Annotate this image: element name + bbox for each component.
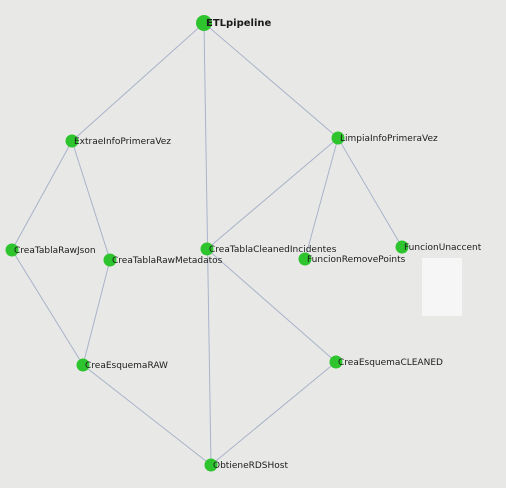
node-label: FuncionRemovePoints xyxy=(307,255,406,265)
node-label: CreaTablaRawJson xyxy=(14,246,96,256)
node-label: CreaTablaRawMetadatos xyxy=(112,256,223,266)
node-dot[interactable] xyxy=(5,243,19,257)
edge-LimpiaInfoPrimeraVez-CreaTablaCleanedIncidentes xyxy=(206,137,339,250)
node-dot[interactable] xyxy=(395,240,409,254)
node-ExtraeInfoPrimeraVez[interactable]: ExtraeInfoPrimeraVez xyxy=(65,134,172,148)
node-label: LimpiaInfoPrimeraVez xyxy=(340,134,438,144)
node-label: ObtieneRDSHost xyxy=(213,461,288,471)
edge-LimpiaInfoPrimeraVez-FuncionUnaccent xyxy=(337,137,403,248)
node-ObtieneRDSHost[interactable]: ObtieneRDSHost xyxy=(204,458,289,472)
node-label: ExtraeInfoPrimeraVez xyxy=(74,137,171,147)
node-FuncionUnaccent[interactable]: FuncionUnaccent xyxy=(395,240,482,254)
node-label: FuncionUnaccent xyxy=(404,243,482,253)
edge-ETLpipeline-ExtraeInfoPrimeraVez xyxy=(71,22,205,142)
node-ETLpipeline[interactable]: ETLpipeline xyxy=(196,15,272,31)
node-dot[interactable] xyxy=(200,242,214,256)
node-CreaEsquemaRAW[interactable]: CreaEsquemaRAW xyxy=(76,358,169,372)
node-dot[interactable] xyxy=(204,458,218,472)
node-dot[interactable] xyxy=(196,15,212,31)
node-CreaTablaRawJson[interactable]: CreaTablaRawJson xyxy=(5,243,96,257)
edge-CreaEsquemaRAW-ObtieneRDSHost xyxy=(82,364,212,466)
node-CreaTablaRawMetadatos[interactable]: CreaTablaRawMetadatos xyxy=(103,253,223,267)
node-label: CreaEsquemaCLEANED xyxy=(338,358,443,368)
node-dot[interactable] xyxy=(76,358,90,372)
node-CreaTablaCleanedIncidentes[interactable]: CreaTablaCleanedIncidentes xyxy=(200,242,337,256)
edge-LimpiaInfoPrimeraVez-FuncionRemovePoints xyxy=(304,137,339,260)
node-dot[interactable] xyxy=(298,252,312,266)
edge-CreaTablaCleanedIncidentes-CreaEsquemaCLEANED xyxy=(206,248,337,363)
node-dot[interactable] xyxy=(331,131,345,145)
edge-ETLpipeline-LimpiaInfoPrimeraVez xyxy=(203,22,339,139)
node-CreaEsquemaCLEANED[interactable]: CreaEsquemaCLEANED xyxy=(329,355,444,369)
node-dot[interactable] xyxy=(329,355,343,369)
node-dot[interactable] xyxy=(65,134,79,148)
node-dot[interactable] xyxy=(103,253,117,267)
edge-CreaTablaRawMetadatos-CreaEsquemaRAW xyxy=(82,259,111,366)
edge-CreaTablaRawJson-CreaEsquemaRAW xyxy=(11,249,84,366)
node-FuncionRemovePoints[interactable]: FuncionRemovePoints xyxy=(298,252,406,266)
edge-ExtraeInfoPrimeraVez-CreaTablaRawMetadatos xyxy=(71,140,111,261)
node-label: CreaEsquemaRAW xyxy=(85,361,168,371)
edge-CreaEsquemaCLEANED-ObtieneRDSHost xyxy=(210,361,337,466)
node-label: ETLpipeline xyxy=(206,18,272,29)
node-LimpiaInfoPrimeraVez[interactable]: LimpiaInfoPrimeraVez xyxy=(331,131,439,145)
node-label: CreaTablaCleanedIncidentes xyxy=(209,245,337,255)
edge-ExtraeInfoPrimeraVez-CreaTablaRawJson xyxy=(11,140,73,251)
screen-glare xyxy=(422,258,462,316)
